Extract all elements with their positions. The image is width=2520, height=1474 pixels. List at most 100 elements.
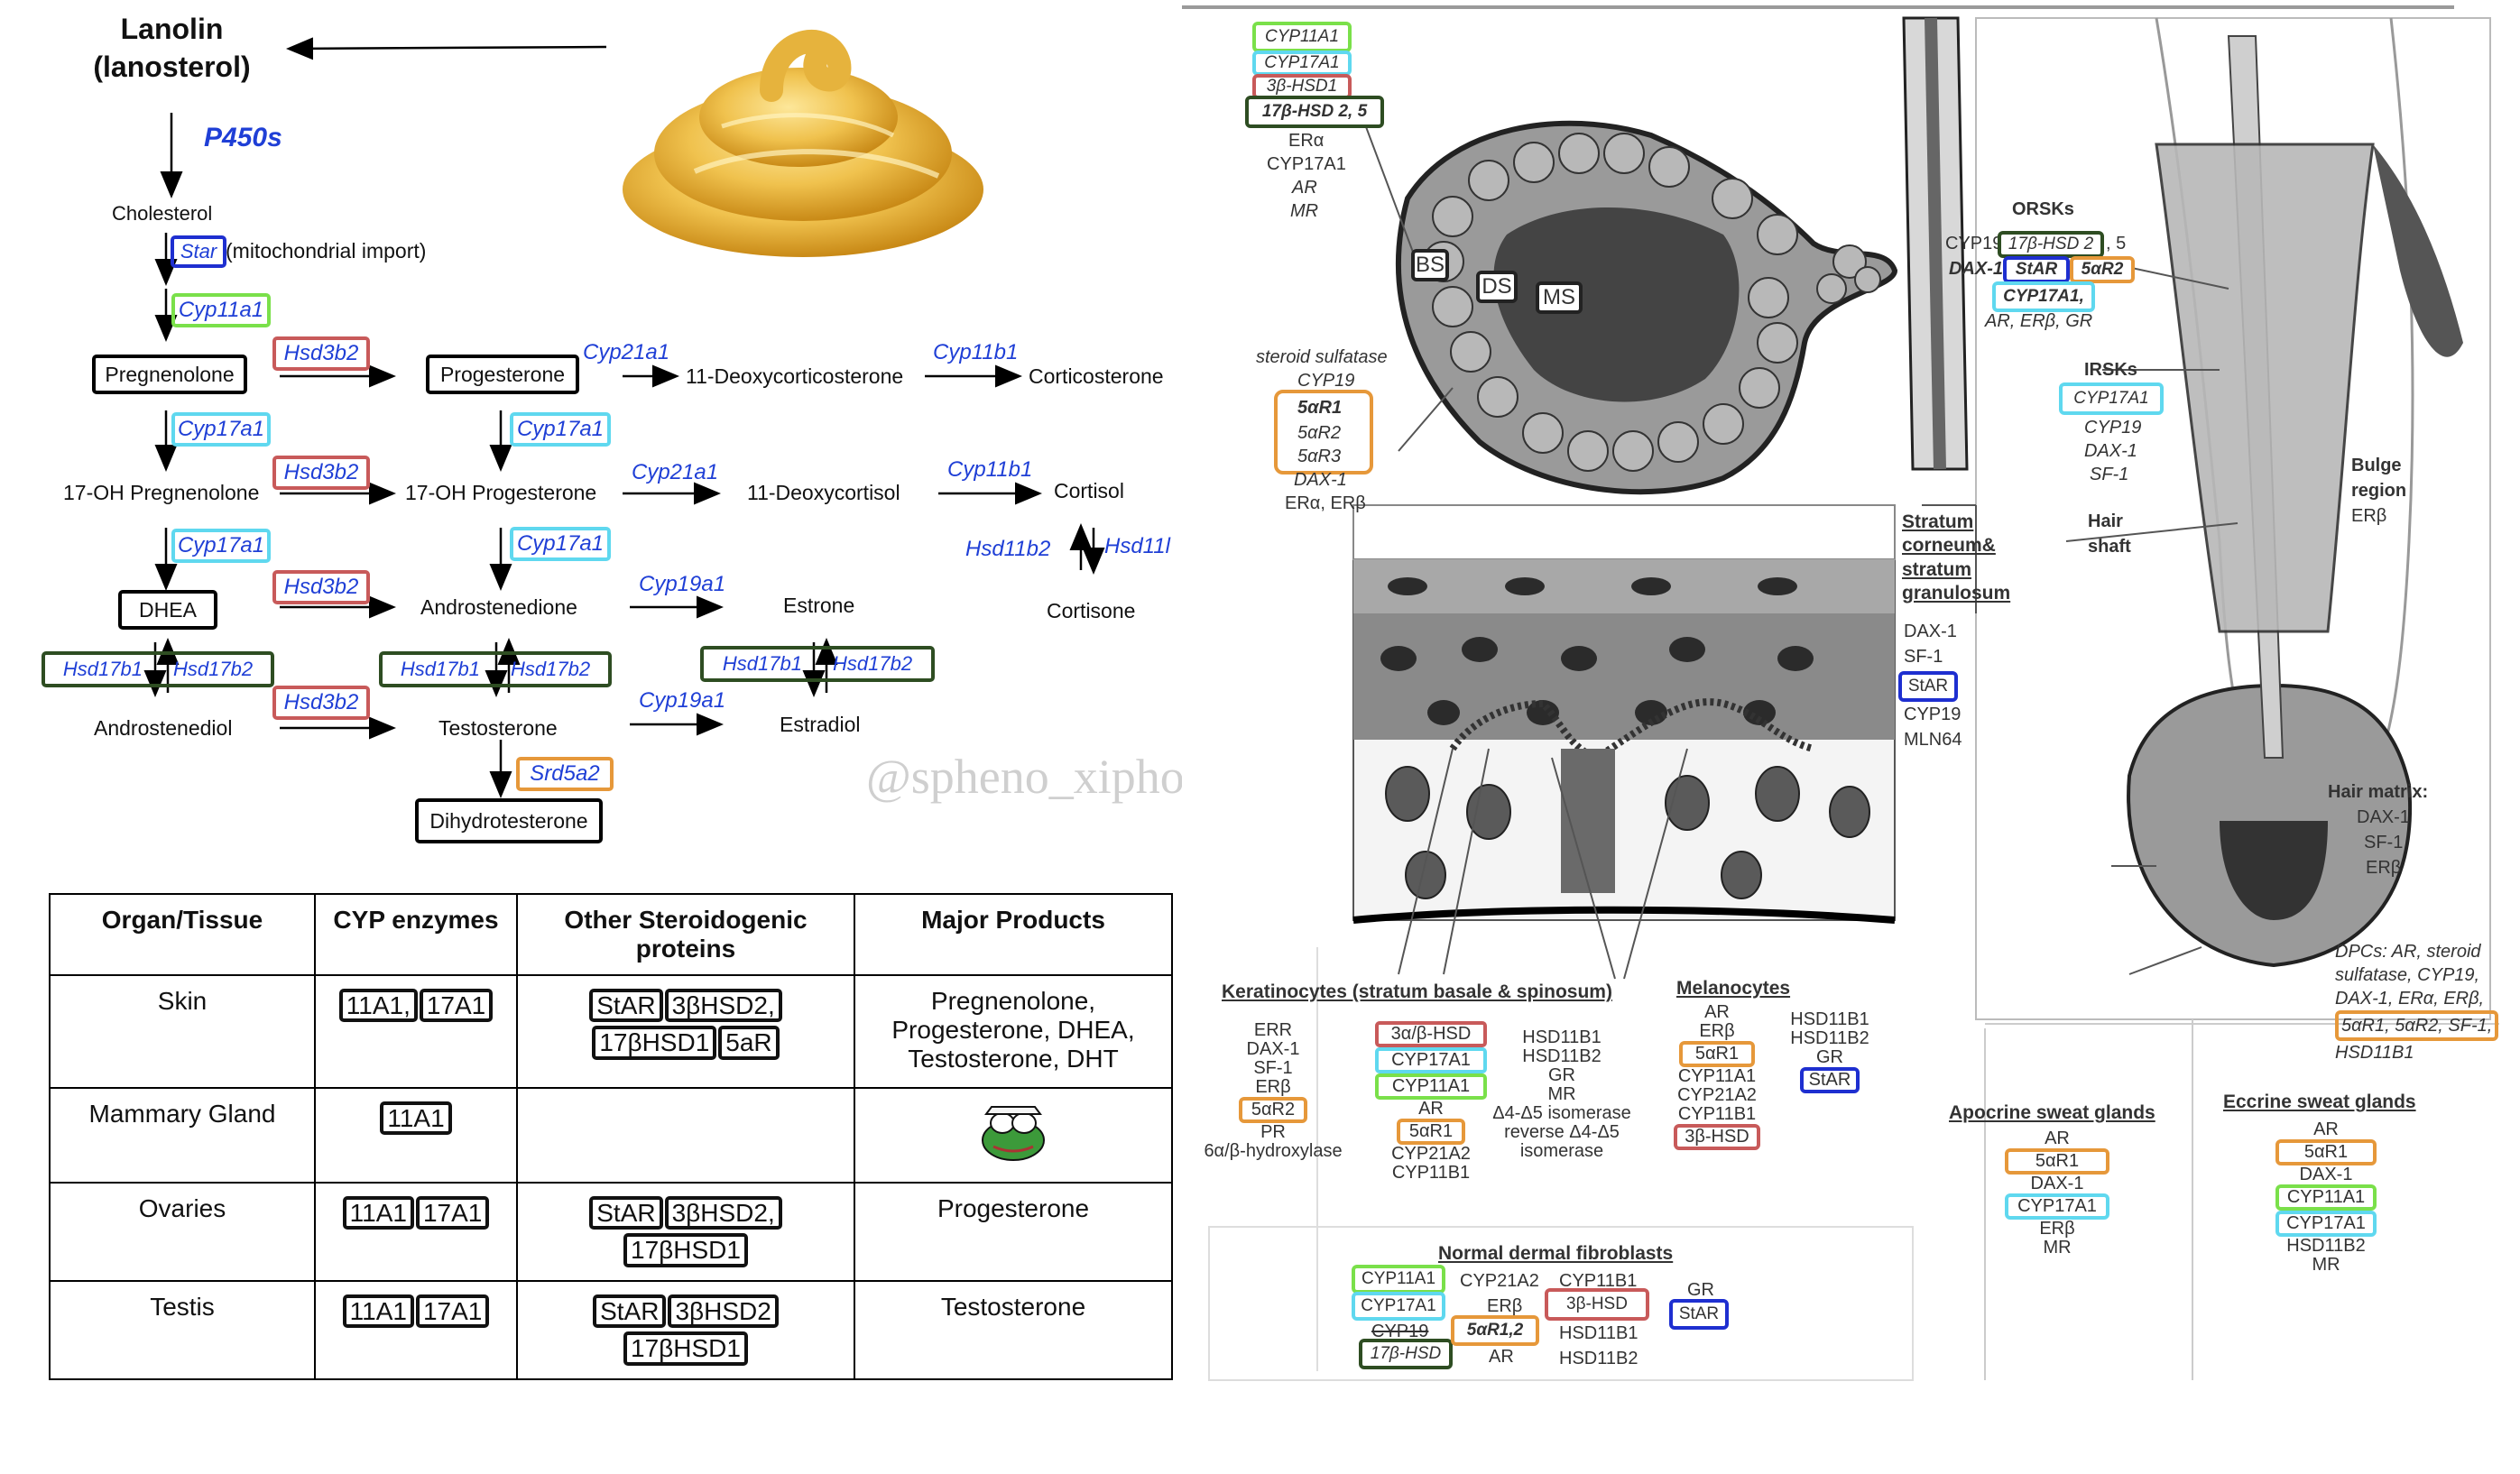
cyp11a1-box: Cyp11a1 [171, 293, 271, 327]
label-era: ERα [1288, 131, 1325, 151]
products-cell [854, 1087, 1173, 1184]
apo-item: CYP17A1 [2005, 1193, 2109, 1220]
hsd11b1-label: Hsd11l [1104, 534, 1170, 558]
fib-gr: GR [1687, 1280, 1714, 1300]
5ar-group-box: 5αR1 5αR2 5αR3 [1274, 390, 1373, 474]
stratum-line: granulosum [1902, 582, 2011, 603]
hair-matrix-heading: Hair matrix: [2328, 782, 2429, 802]
dpcs-line: HSD11B1 [2335, 1043, 2414, 1063]
cyp-chip: 17A1 [419, 989, 494, 1023]
label-17bhsd2: 17β-HSD 2 [1998, 231, 2104, 258]
cyp-chip: 17A1 [415, 1294, 490, 1329]
fib-cyp21a2: CYP21A2 [1460, 1271, 1539, 1291]
fib-hsd11b2: HSD11B2 [1559, 1349, 1638, 1368]
col-header-products: Major Products [854, 893, 1173, 976]
kera-item: CYP17A1 [1375, 1047, 1487, 1073]
fib-5ar12: 5αR1,2 [1451, 1315, 1539, 1346]
kera-item: ERβ [1255, 1077, 1291, 1097]
label-sf1: SF-1 [2364, 833, 2404, 852]
label-dax1: DAX-1 [2357, 807, 2410, 827]
oh-progesterone-label: 17-OH Progesterone [405, 481, 597, 504]
label-dax1: DAX-1 [1904, 622, 1957, 641]
label-sf1: SF-1 [1904, 647, 1943, 667]
cyp-chip: 17A1 [415, 1196, 490, 1230]
label-cyp17a1: CYP17A1, [1992, 281, 2095, 312]
table-row: Mammary Gland 11A1 [49, 1087, 1173, 1184]
epidermis-block [1352, 504, 1896, 924]
organ-cell: Skin [49, 974, 316, 1089]
cyp19a1-label-2: Cyp19a1 [639, 688, 726, 713]
cyp17a1-box-4: Cyp17a1 [510, 527, 611, 561]
label-5ar3: 5αR3 [1297, 447, 1342, 466]
stratum-line: Stratum [1902, 511, 1974, 532]
label-cyp19: CYP19 [2084, 418, 2142, 438]
mel-item: CYP11A1 [1677, 1066, 1757, 1086]
melanocytes-heading: Melanocytes [1676, 978, 1791, 999]
mel-item: AR [1704, 1002, 1730, 1022]
table-header-row: Organ/Tissue CYP enzymes Other Steroidog… [49, 893, 1173, 976]
ecc-item: HSD11B2 [2286, 1236, 2366, 1256]
apocrine-list: AR 5αR1 DAX-1 CYP17A1 ERβ MR [2005, 1129, 2109, 1258]
bs-label: BS [1411, 249, 1449, 281]
label-steroid-sulfatase: steroid sulfatase [1256, 347, 1388, 367]
mel-item: CYP11B1 [1677, 1104, 1757, 1124]
eccrine-list: AR 5αR1 DAX-1 CYP11A1 CYP17A1 HSD11B2 MR [2275, 1120, 2377, 1275]
ecc-item: CYP11A1 [2275, 1184, 2377, 1211]
kera-col-3: HSD11B1 HSD11B2 GR MR Δ4-Δ5 isomerase re… [1476, 1028, 1648, 1161]
label-5ar2: 5αR2 [1297, 423, 1342, 443]
label-17bhsd: 17β-HSD 2, 5 [1245, 96, 1384, 128]
label-sf1: SF-1 [2090, 465, 2129, 484]
estradiol-label: Estradiol [780, 713, 861, 736]
corticosterone-label: Corticosterone [1029, 364, 1164, 388]
kera-col-2: 3α/β-HSD CYP17A1 CYP11A1 AR 5αR1 CYP21A2… [1375, 1021, 1487, 1183]
label-5ar1: 5αR1 [1297, 398, 1343, 418]
cortisol-label: Cortisol [1054, 479, 1124, 502]
label-erb: ERβ [2366, 858, 2402, 878]
apo-item: AR [2045, 1129, 2070, 1148]
kera-item: Δ4-Δ5 isomerase [1492, 1103, 1631, 1123]
label-cyp19: CYP19 [1945, 234, 2003, 253]
fib-17bhsd: 17β-HSD [1359, 1339, 1453, 1369]
fib-erb: ERβ [1487, 1296, 1523, 1316]
fib-ar: AR [1489, 1347, 1514, 1367]
hsd11b2-label: Hsd11b2 [965, 537, 1051, 561]
protein-chip: 3βHSD2 [668, 1294, 779, 1329]
hsd17b2-text: Hsd17b2 [173, 658, 254, 680]
label-cyp19: CYP19 [1297, 371, 1355, 391]
mel-col-2: HSD11B1 HSD11B2 GR StAR [1779, 1010, 1880, 1093]
cyp-chip: 11A1 [342, 1294, 414, 1329]
dht-box: Dihydrotesterone [415, 798, 603, 843]
lanolin-image [623, 30, 983, 257]
protein-chip: 17βHSD1 [623, 1233, 748, 1267]
orsks-heading: ORSKs [2012, 199, 2074, 219]
kera-col-1: ERR DAX-1 SF-1 ERβ 5αR2 PR 6α/β-hydroxyl… [1196, 1021, 1350, 1161]
dpcs-line: sulfatase, CYP19, [2335, 965, 2480, 985]
mel-item: 3β-HSD [1674, 1124, 1760, 1150]
mel-item: ERβ [1699, 1021, 1735, 1041]
kera-item: CYP11B1 [1391, 1163, 1471, 1183]
mel-item: HSD11B2 [1790, 1028, 1869, 1048]
col-header-organ: Organ/Tissue [49, 893, 316, 976]
fibroblasts-heading: Normal dermal fibroblasts [1438, 1243, 1674, 1264]
label-ar: AR [1292, 178, 1317, 198]
dpcs-line: 5αR1, 5αR2, SF-1, [2335, 1010, 2499, 1041]
mel-item: StAR [1799, 1067, 1860, 1093]
protein-chip: 3βHSD2, [664, 989, 782, 1023]
stratum-line: stratum [1902, 558, 1972, 580]
apo-item: ERβ [2039, 1219, 2075, 1239]
fib-cyp19: CYP19 [1371, 1322, 1429, 1341]
other-proteins-cell [516, 1087, 855, 1184]
label-dax1: DAX-1 [2084, 441, 2137, 461]
cortisone-label: Cortisone [1047, 599, 1136, 622]
cyp-cell: 11A1 [314, 1087, 518, 1184]
label-3bhsd1: 3β-HSD1 [1252, 74, 1352, 99]
dpcs-block: DPCs: AR, steroid sulfatase, CYP19, DAX-… [2335, 940, 2499, 1064]
kera-item: reverse Δ4-Δ5 [1504, 1122, 1620, 1142]
cyp21a1-label-1: Cyp21a1 [583, 340, 670, 364]
kera-item: DAX-1 [1246, 1039, 1300, 1059]
